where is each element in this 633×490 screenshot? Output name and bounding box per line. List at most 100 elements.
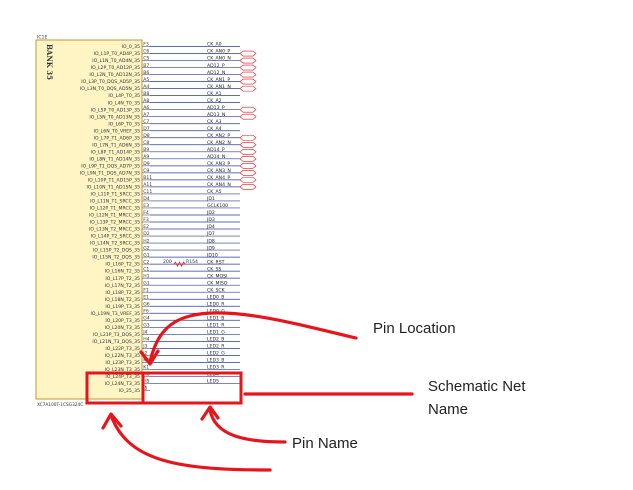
pin-name: IO_L24N_T3_35 (105, 381, 140, 387)
net-name: JD4 (206, 224, 215, 230)
bank-label: BANK 35 (45, 44, 54, 80)
net-name: CK_AN0_P (207, 49, 230, 55)
pin-location-arrowhead (139, 349, 160, 366)
pin-location: B11 (143, 175, 152, 181)
pin-location: C5 (143, 56, 149, 62)
pin-name: IO_25_35 (119, 388, 140, 394)
net-name: AD12_N (207, 70, 225, 76)
pin-location: H6 (143, 372, 149, 378)
pin-location: E3 (143, 203, 149, 209)
net-name: GCLK100 (207, 203, 228, 209)
pin-name: IO_L1N_T0_AD4N_35 (92, 58, 140, 64)
pin-location: J5 (142, 386, 147, 392)
pin-name: IO_L14N_T2_SRCC_35 (90, 241, 140, 247)
pin-name: IO_L22N_T3_35 (105, 353, 140, 359)
net-name: CK_SCK (207, 287, 226, 293)
net-name: CK_AN0_N (207, 56, 231, 62)
diff-pair-flag (239, 149, 257, 155)
pin-name: IO_L15P_T2_DQS_35 (93, 248, 140, 254)
net-name: LED4 (207, 372, 219, 378)
pin-name: IO_L11P_T1_SRCC_35 (91, 192, 140, 198)
resistor-value: 200 (163, 259, 172, 265)
resistor-ref: R154 (186, 259, 198, 265)
diff-pair-flag (239, 50, 257, 57)
pin-name: IO_L8N_T1_AD14N_35 (89, 156, 140, 162)
net-name: CK_AN1_P (207, 77, 230, 83)
diff-pair-flag (239, 177, 257, 183)
pin-location: E2 (143, 224, 149, 230)
net-name: LED1_G (207, 330, 225, 336)
net-name: CK_MOSI (207, 273, 227, 279)
pin-location: B8 (143, 91, 149, 97)
pin-location: A11 (143, 182, 152, 188)
pin-name: IO_L23P_T3_35 (105, 360, 140, 366)
net-name: JD10 (206, 252, 218, 258)
net-name: CK_A0 (207, 42, 222, 48)
pin-name: IO_L11N_T1_SRCC_35 (90, 199, 140, 205)
net-name: AD14_N (207, 154, 225, 160)
pin-location: C7 (143, 119, 149, 125)
pin-name: IO_L20P_T3_35 (105, 318, 140, 324)
pin-location: F3 (143, 42, 149, 48)
pin-location-arrow (148, 311, 358, 364)
pin-location: B7 (143, 63, 149, 69)
pin-location: G2 (143, 245, 150, 251)
pin-name: IO_L3P_T0_DQS_AD5P_35 (81, 79, 140, 85)
pin-name-arrowhead (101, 412, 123, 430)
pin-location: C9 (143, 168, 149, 174)
diff-pair-flag (239, 64, 257, 71)
pin-location: F1 (143, 287, 149, 293)
pin-name: IO_L13P_T2_MRCC_35 (90, 220, 140, 226)
pin-location: J4 (142, 330, 147, 336)
pin-location: A8 (143, 98, 149, 104)
pin-name: IO_L2N_T0_AD12N_35 (89, 72, 140, 78)
pin-name: IO_L9P_T1_DQS_AD7P_35 (81, 163, 140, 169)
pin-name: IO_L1P_T0_AD4P_35 (94, 51, 140, 57)
diff-pair-flag (239, 163, 257, 169)
pin-name: IO_L20N_T3_35 (105, 325, 140, 331)
net-name: CK_AN2_P (207, 133, 230, 139)
pin-name: IO_L12N_T1_MRCC_35 (89, 213, 140, 219)
net-name-arrow (208, 408, 287, 444)
net-name: JD7 (206, 231, 215, 237)
net-name: CK_AN3_N (207, 168, 231, 174)
diff-pair-flag (239, 78, 257, 85)
net-name-highlight-box (141, 371, 243, 405)
diff-pair-flag (239, 134, 257, 141)
net-name: AD13_P (207, 105, 225, 111)
pin-location: C11 (143, 189, 152, 195)
net-name: JD3 (206, 217, 215, 223)
pin-name: IO_L21P_T3_DQS_35 (93, 332, 140, 338)
net-name: AD13_N (207, 112, 225, 118)
net-name: JD1 (206, 196, 215, 202)
pin-name: IO_L15N_T2_DQS_35 (92, 255, 140, 261)
annotation-arrows (101, 311, 414, 472)
pin-location: K1 (143, 365, 149, 371)
pin-name: IO_L2P_T0_AD12P_35 (91, 65, 140, 71)
pin-name: IO_L4P_T0_35 (108, 93, 140, 99)
net-name: CK_A4 (207, 126, 222, 132)
part-number-label: XC7A100T-1CSG324C (37, 402, 83, 408)
net-name: CK_AN3_P (207, 161, 230, 167)
pin-location: D4 (143, 196, 150, 202)
pin-location: G6 (143, 301, 150, 307)
pin-location: F6 (143, 308, 149, 314)
pin-location: C8 (143, 140, 149, 146)
net-name: CK_AN2_N (207, 140, 231, 146)
schematic-net-name-annotation-line1: Schematic Net (428, 378, 526, 395)
pin-name: IO_L9N_T1_DQS_AD7N_35 (80, 170, 140, 176)
pin-location: C6 (143, 49, 149, 55)
net-name: CK_SS (207, 266, 221, 272)
pin-name: IO_L6P_T0_35 (108, 121, 140, 127)
net-name: JD8 (206, 238, 215, 244)
net-name: CK_A5 (207, 189, 222, 195)
pin-location: C2 (143, 259, 149, 265)
pin-name: IO_L10P_T1_AD15P_35 (88, 177, 140, 183)
pin-location: G4 (143, 315, 150, 321)
pin-location: D7 (143, 126, 150, 132)
pin-name: IO_L23N_T3_35 (105, 367, 140, 373)
net-name: LED1_R (207, 323, 225, 329)
pin-location: H5 (143, 379, 149, 385)
